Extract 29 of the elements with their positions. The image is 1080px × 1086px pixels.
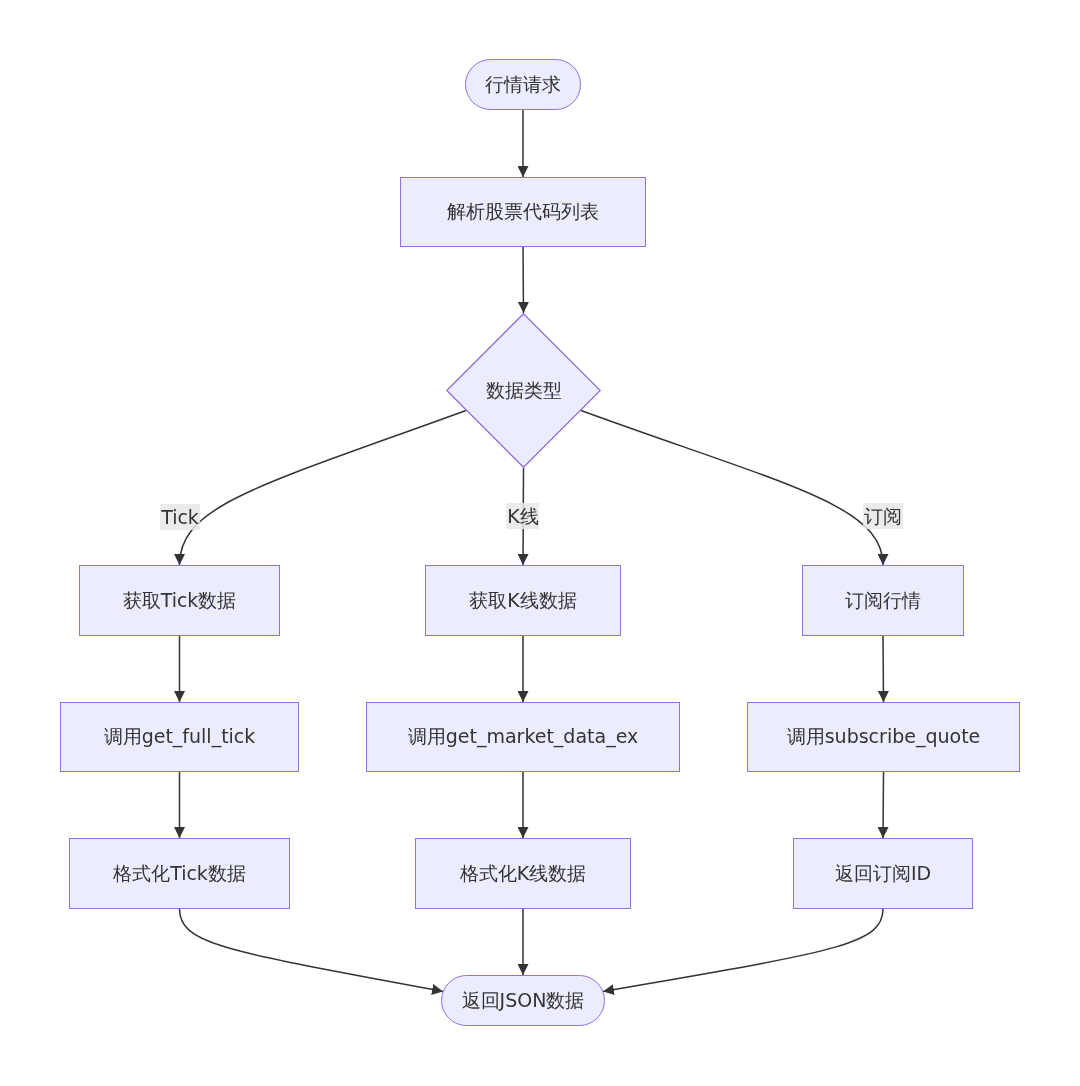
process-box: 解析股票代码列表 — [400, 177, 646, 247]
process-box: 调用subscribe_quote — [747, 702, 1020, 772]
arrow — [517, 771, 529, 839]
arrow — [602, 908, 884, 996]
edge-label: Tick — [160, 504, 200, 530]
edge-label: 订阅 — [863, 503, 903, 529]
terminal-box: 返回JSON数据 — [441, 975, 605, 1026]
arrow — [175, 409, 467, 566]
terminal-box: 行情请求 — [465, 59, 581, 110]
arrow — [174, 635, 185, 703]
arrow — [580, 409, 887, 566]
process-box: 格式化Tick数据 — [69, 838, 290, 909]
arrow — [517, 635, 529, 703]
arrow — [178, 908, 444, 995]
process-box: 调用get_full_tick — [60, 702, 299, 772]
process-box: 订阅行情 — [802, 565, 964, 636]
arrow — [517, 246, 529, 314]
process-box: 返回订阅ID — [793, 838, 973, 909]
process-box: 调用get_market_data_ex — [366, 702, 680, 772]
process-box: 获取K线数据 — [425, 565, 621, 636]
process-box: 获取Tick数据 — [79, 565, 280, 636]
arrow — [877, 771, 889, 839]
decision-diamond: 数据类型 — [446, 313, 601, 468]
arrow — [877, 635, 889, 703]
process-box: 格式化K线数据 — [415, 838, 631, 909]
arrow — [174, 771, 185, 839]
arrow — [517, 908, 529, 976]
arrow — [517, 109, 529, 178]
edge-label: K线 — [506, 503, 540, 529]
